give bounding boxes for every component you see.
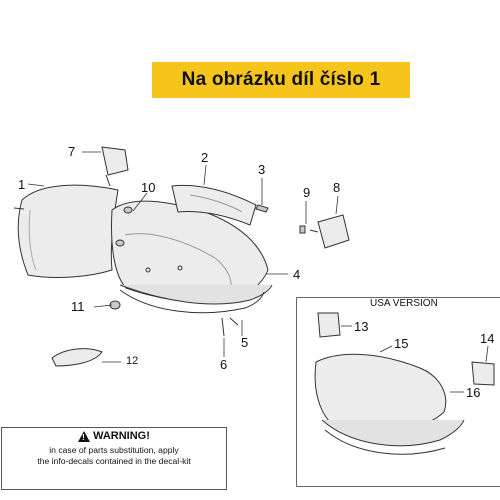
callout-13: 13 bbox=[354, 319, 369, 334]
callout-5: 5 bbox=[241, 335, 249, 350]
callout-15: 15 bbox=[394, 336, 409, 351]
callout-4: 4 bbox=[293, 267, 301, 282]
callout-16: 16 bbox=[466, 385, 481, 400]
callout-9: 9 bbox=[303, 185, 311, 200]
usa-version-title: USA VERSION bbox=[370, 298, 438, 309]
usa-bracket-part bbox=[317, 312, 341, 338]
warning-box: WARNING! in case of parts substitution, … bbox=[1, 427, 227, 490]
bracket-part bbox=[101, 146, 129, 176]
callout-11: 11 bbox=[71, 299, 85, 314]
windshield-part bbox=[17, 184, 119, 278]
warning-triangle-icon bbox=[78, 431, 91, 443]
callout-10: 10 bbox=[141, 180, 156, 195]
callout-8: 8 bbox=[333, 180, 341, 195]
callout-12: 12 bbox=[126, 355, 139, 367]
callout-2: 2 bbox=[201, 150, 209, 165]
callout-14: 14 bbox=[480, 331, 495, 346]
callout-3: 3 bbox=[258, 162, 266, 177]
warning-line-1: in case of parts substitution, apply bbox=[49, 445, 179, 455]
warning-heading: WARNING! bbox=[78, 430, 150, 443]
callout-6: 6 bbox=[220, 357, 228, 372]
part-number-banner: Na obrázku díl číslo 1 bbox=[152, 62, 410, 98]
callout-1: 1 bbox=[18, 177, 26, 192]
warning-line-2: the info-decals contained in the decal-k… bbox=[37, 456, 191, 466]
switch-housing-part bbox=[317, 214, 350, 249]
callout-7: 7 bbox=[68, 144, 76, 159]
usa-switch-part bbox=[471, 361, 495, 386]
screw-part bbox=[255, 204, 269, 213]
warning-title: WARNING! bbox=[93, 430, 150, 442]
usa-version-box bbox=[296, 297, 500, 487]
plate-part bbox=[51, 348, 103, 367]
